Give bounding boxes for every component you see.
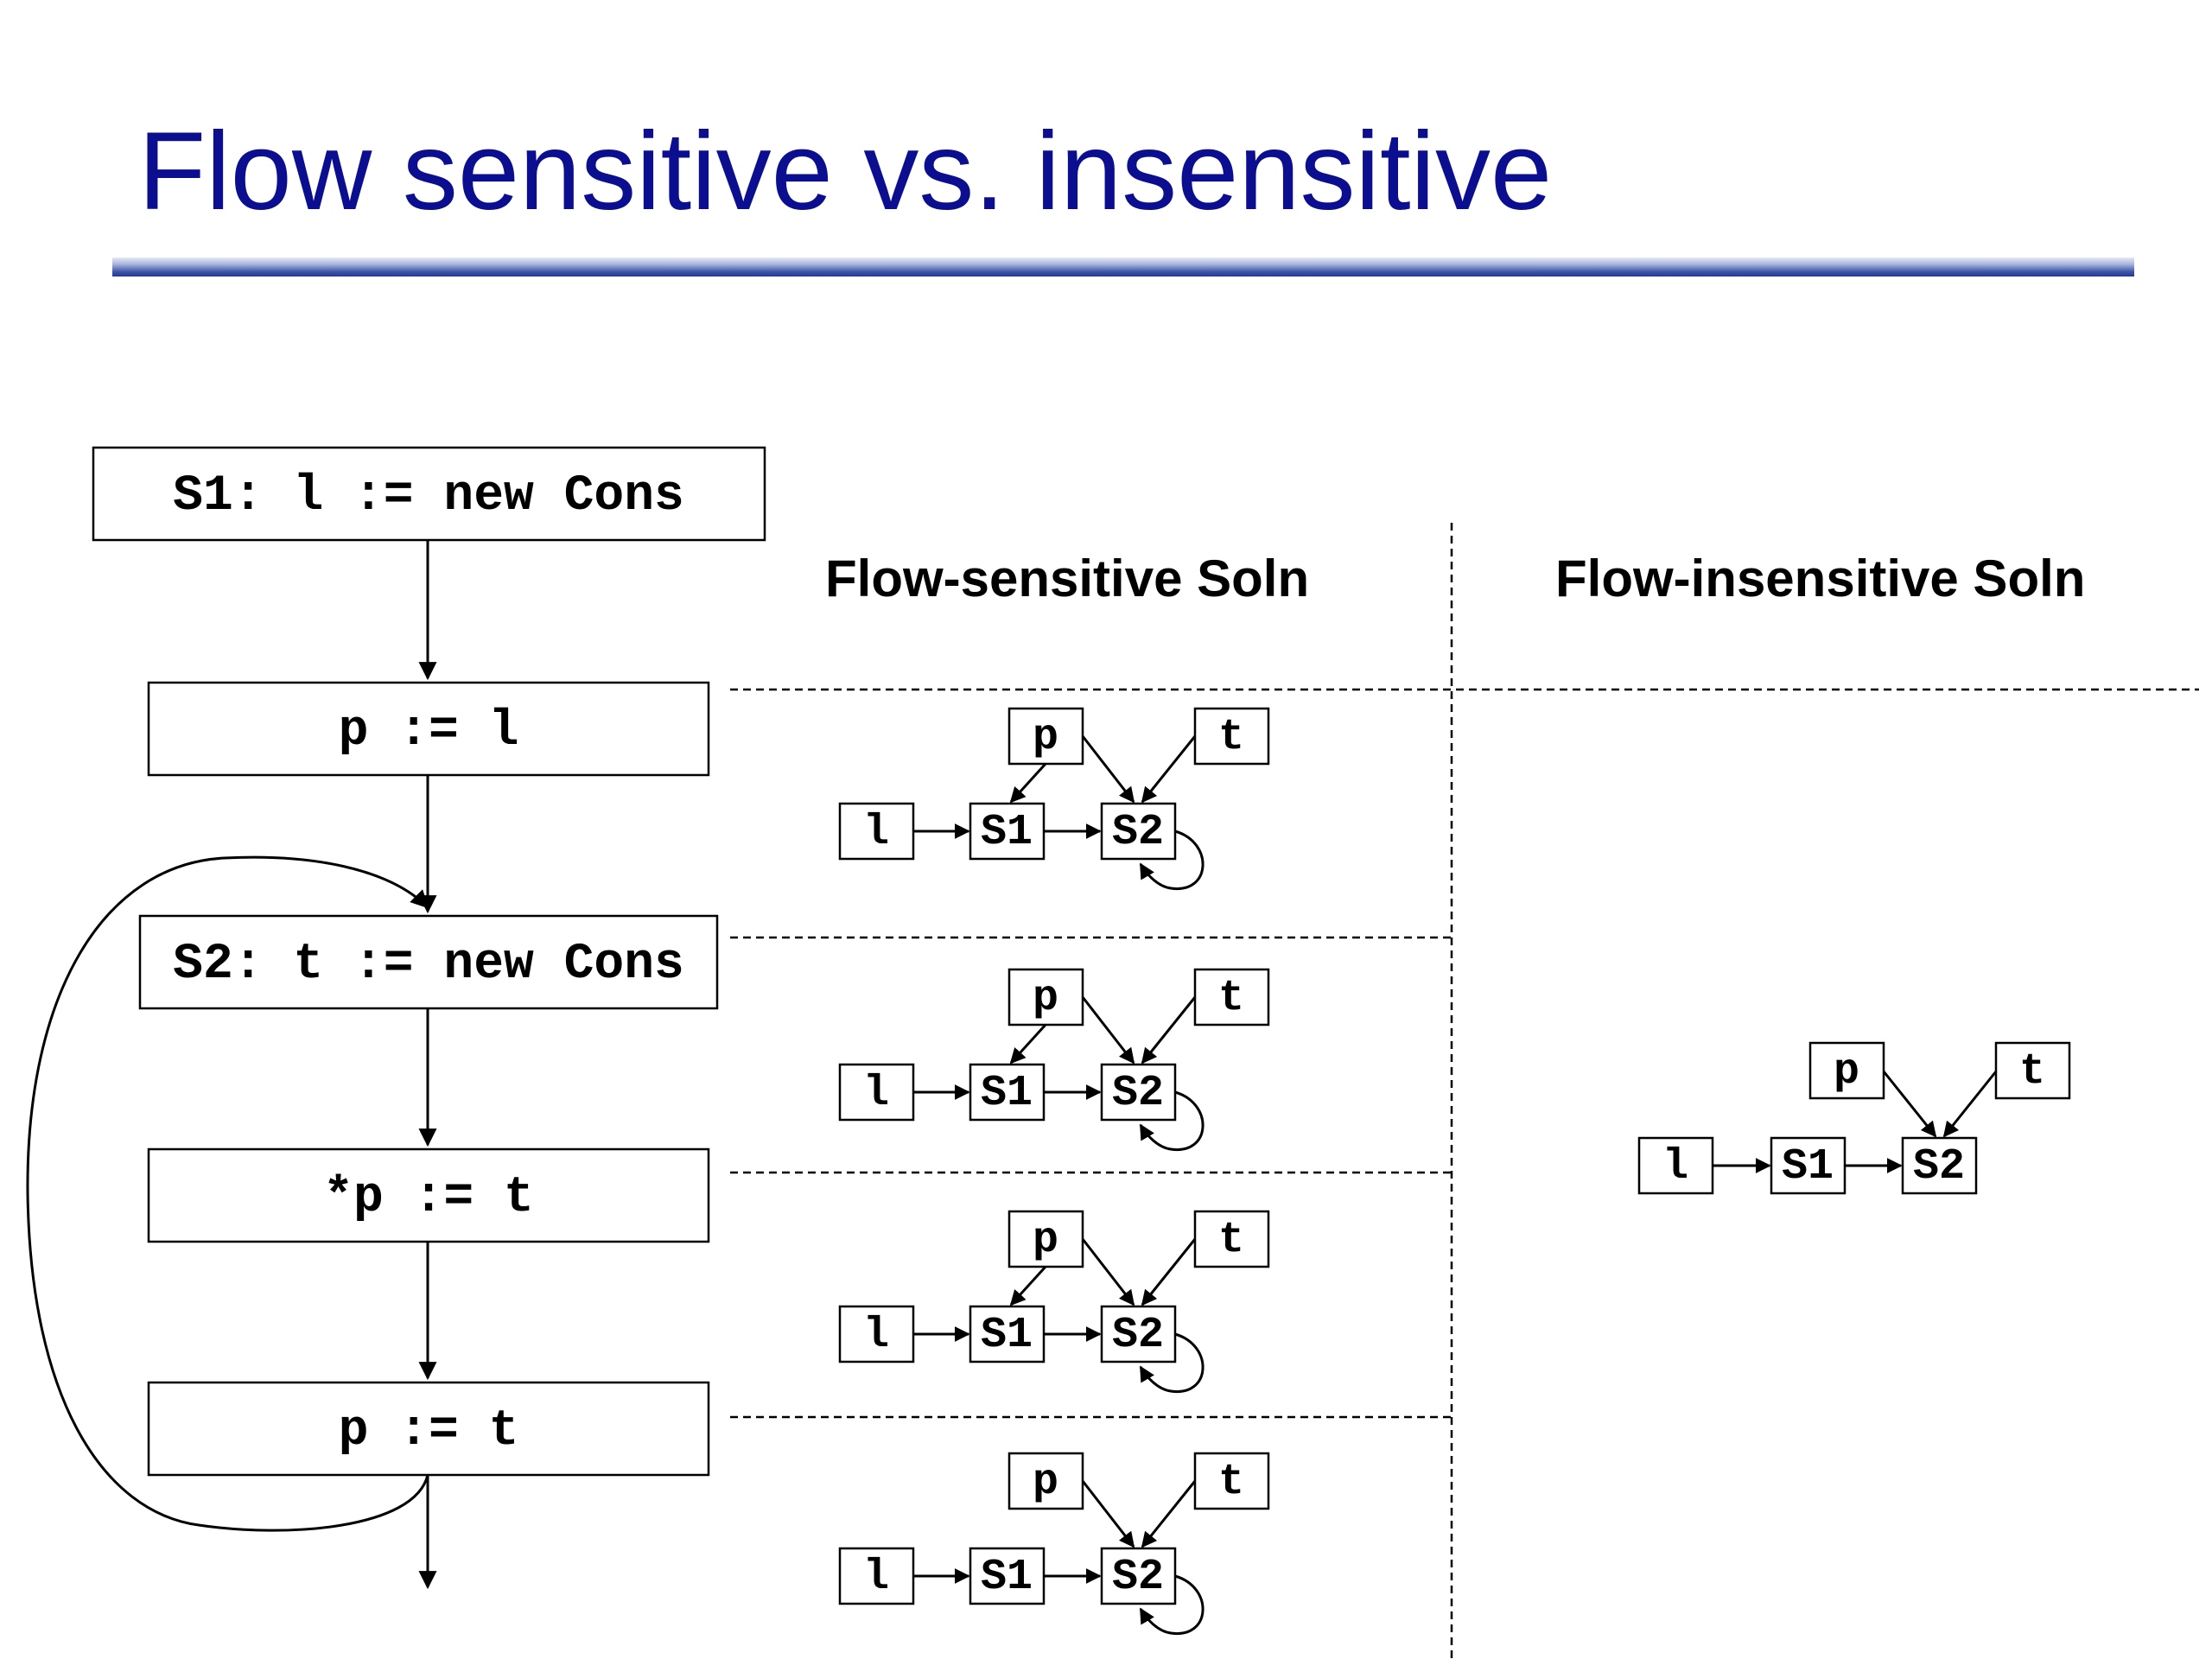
edge-s2-self xyxy=(1139,1332,1205,1393)
node-s1: S1 xyxy=(969,1547,1046,1605)
node-s1: S1 xyxy=(1770,1136,1847,1195)
statement-text: p := t xyxy=(339,1403,519,1459)
statement-s2: S2: t := new Cons xyxy=(138,914,719,1010)
edge-p-s1 xyxy=(1009,1265,1047,1306)
svg-text:p: p xyxy=(1033,1458,1058,1507)
node-l: l xyxy=(838,1305,915,1363)
statement-p-assign-t: p := t xyxy=(147,1381,710,1477)
svg-text:p: p xyxy=(1033,1216,1058,1265)
edge-s2-self xyxy=(1139,1574,1205,1635)
svg-text:l: l xyxy=(863,1311,889,1360)
svg-text:S1: S1 xyxy=(981,1311,1033,1360)
node-l: l xyxy=(1637,1136,1714,1195)
node-s2: S2 xyxy=(1100,1063,1177,1122)
svg-text:t: t xyxy=(2019,1047,2045,1096)
points-to-graph-after-p-l: p t l S1 S2 xyxy=(838,707,1270,890)
node-t: t xyxy=(1994,1041,2071,1100)
svg-text:t: t xyxy=(1218,1458,1244,1507)
statement-text: *p := t xyxy=(323,1170,534,1226)
svg-text:l: l xyxy=(863,1553,889,1602)
flow-sensitive-heading: Flow-sensitive Soln xyxy=(825,550,1310,607)
edge-t-s2 xyxy=(1141,996,1197,1065)
svg-text:S1: S1 xyxy=(981,808,1033,857)
node-s2: S2 xyxy=(1100,802,1177,861)
node-s2: S2 xyxy=(1100,1547,1177,1605)
node-s2: S2 xyxy=(1901,1136,1978,1195)
points-to-graph-after-p-t: p t l S1 S2 xyxy=(838,1452,1270,1635)
node-p: p xyxy=(1007,1210,1084,1268)
node-t: t xyxy=(1193,1210,1270,1268)
svg-text:l: l xyxy=(863,808,889,857)
svg-text:S2: S2 xyxy=(1112,1553,1164,1602)
edge-p-s2 xyxy=(1882,1071,1937,1138)
edge-p-s1 xyxy=(1009,1023,1047,1065)
edge-t-s2 xyxy=(1942,1071,1998,1138)
node-s2: S2 xyxy=(1100,1305,1177,1363)
flow-insensitive-graph: p t l S1 S2 xyxy=(1637,1041,2071,1195)
flow-insensitive-heading: Flow-insensitive Soln xyxy=(1555,550,2086,607)
edge-t-s2 xyxy=(1141,1480,1197,1548)
edge-p-s2 xyxy=(1081,1238,1135,1306)
statement-store-p: *p := t xyxy=(147,1147,710,1243)
node-s1: S1 xyxy=(969,1305,1046,1363)
node-l: l xyxy=(838,1547,915,1605)
svg-text:p: p xyxy=(1834,1047,1859,1096)
edge-s2-self xyxy=(1139,830,1205,890)
edge-t-s2 xyxy=(1141,1238,1197,1306)
svg-text:S2: S2 xyxy=(1112,1311,1164,1360)
node-l: l xyxy=(838,1063,915,1122)
node-t: t xyxy=(1193,968,1270,1027)
svg-text:l: l xyxy=(863,1069,889,1118)
edge-p-s2 xyxy=(1081,996,1135,1065)
node-t: t xyxy=(1193,1452,1270,1510)
svg-text:S1: S1 xyxy=(981,1553,1033,1602)
svg-text:S2: S2 xyxy=(1112,808,1164,857)
svg-text:S2: S2 xyxy=(1112,1069,1164,1118)
statement-p-assign-l: p := l xyxy=(147,681,710,777)
statement-text: S2: t := new Cons xyxy=(173,937,684,993)
slide-title: Flow sensitive vs. insensitive xyxy=(138,110,1553,233)
svg-text:t: t xyxy=(1218,1216,1244,1265)
points-to-graph-after-s2: p t l S1 S2 xyxy=(838,968,1270,1151)
flow-sensitive-solutions: p t l S1 S2 p t xyxy=(838,968,1270,1635)
node-p: p xyxy=(1007,1452,1084,1510)
svg-text:S1: S1 xyxy=(1782,1142,1834,1192)
node-l: l xyxy=(838,802,915,861)
loop-back-edge xyxy=(26,855,429,1532)
svg-text:S2: S2 xyxy=(1913,1142,1965,1192)
svg-text:t: t xyxy=(1218,974,1244,1023)
svg-text:t: t xyxy=(1218,713,1244,762)
edge-s2-self xyxy=(1139,1090,1205,1151)
edge-p-s2 xyxy=(1081,1480,1135,1548)
svg-text:p: p xyxy=(1033,974,1058,1023)
node-s1: S1 xyxy=(969,1063,1046,1122)
node-p: p xyxy=(1007,707,1084,766)
edge-t-s2 xyxy=(1141,735,1197,804)
node-t: t xyxy=(1193,707,1270,766)
node-s1: S1 xyxy=(969,802,1046,861)
svg-text:p: p xyxy=(1033,713,1058,762)
statement-s1: S1: l := new Cons xyxy=(92,446,766,542)
node-p: p xyxy=(1007,968,1084,1027)
column-separators xyxy=(730,523,2199,1659)
statement-text: S1: l := new Cons xyxy=(173,468,684,524)
points-to-graph-after-store: p t l S1 S2 xyxy=(838,1210,1270,1393)
edge-p-s2 xyxy=(1081,735,1135,804)
svg-text:l: l xyxy=(1662,1142,1688,1192)
control-flow-edges xyxy=(26,540,437,1590)
svg-text:S1: S1 xyxy=(981,1069,1033,1118)
edge-p-s1 xyxy=(1009,762,1047,804)
statement-text: p := l xyxy=(339,703,519,760)
title-underline xyxy=(112,257,2134,276)
node-p: p xyxy=(1808,1041,1885,1100)
